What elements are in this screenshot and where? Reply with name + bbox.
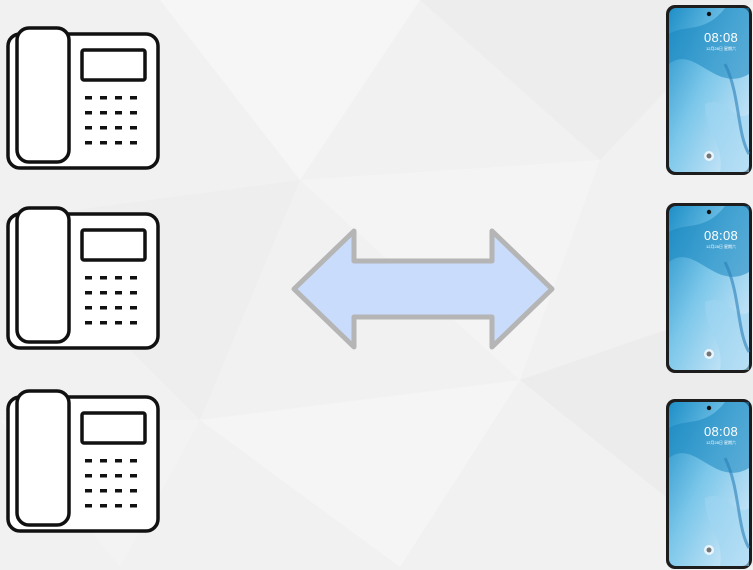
mobile-phone-1: 08:08 12月28日 星期六	[665, 4, 753, 176]
lock-screen-date: 12月28日 星期六	[705, 440, 736, 445]
desk-phone-icon	[6, 26, 160, 170]
lock-screen-time: 08:08	[703, 30, 739, 45]
desk-phone-2	[5, 206, 161, 352]
lock-screen-time: 08:08	[703, 228, 739, 243]
lock-screen-date: 12月28日 星期六	[705, 46, 736, 51]
desk-phone-icon	[6, 389, 160, 533]
desk-phone-3	[5, 389, 161, 535]
arrow-shape	[291, 228, 555, 350]
desk-phone-icon	[6, 206, 160, 350]
lock-screen-time: 08:08	[703, 424, 739, 439]
double-headed-arrow	[291, 228, 555, 350]
mobile-phone-2: 08:08 12月28日 星期六	[665, 202, 753, 374]
desk-phone-1	[5, 26, 161, 172]
lock-screen-date: 12月28日 星期六	[705, 244, 736, 249]
mobile-phone-3: 08:08 12月28日 星期六	[665, 398, 753, 570]
